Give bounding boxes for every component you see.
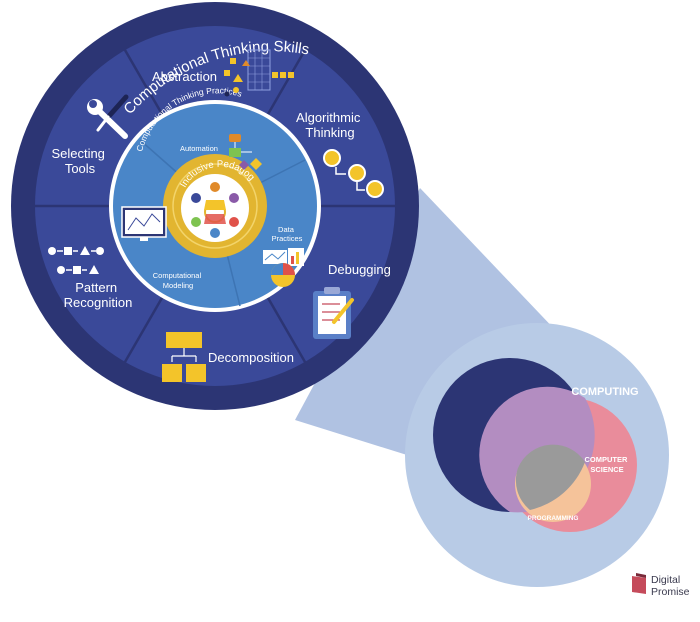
logo-line1: Digital [651,574,680,586]
skill-pattern-recognition: Pattern Recognition [64,280,133,310]
pattern-icon [48,246,104,274]
venn-label-computer: COMPUTER [584,455,628,464]
modeling-icon [121,206,167,241]
venn-diagram: COMPUTING COMPUTER SCIENCE PROGRAMMING [433,358,639,532]
venn-overlap-center [515,444,585,510]
skill-algorithmic: Algorithmic Thinking [296,110,364,140]
logo-mark-icon [632,576,646,594]
practice-modeling-line2: Modeling [163,281,193,290]
skill-selecting-line1: Selecting [51,146,104,161]
abstraction-icon [224,49,294,97]
skill-pattern-line2: Recognition [64,295,133,310]
debugging-icon [313,287,354,339]
practice-data-line1: Data [278,225,295,234]
skill-debugging: Debugging [328,262,391,277]
venn-label-science: SCIENCE [590,465,623,474]
skill-pattern-line1: Pattern [75,280,117,295]
skill-selecting-line2: Tools [65,161,96,176]
automation-icon [229,134,262,170]
algorithmic-icon [323,149,384,198]
venn-label-computer-science: COMPUTER SCIENCE [584,455,629,474]
tools-icon [87,94,129,139]
skill-algorithmic-line2: Thinking [305,125,354,140]
data-practices-icon [263,248,304,287]
skill-decomposition: Decomposition [208,350,294,365]
digital-promise-logo: Digital Promise [632,573,690,598]
inner-ring-line [172,163,258,249]
logo-line2: Promise [651,586,690,598]
skill-abstraction: Abstraction [152,69,217,84]
practice-modeling: Computational Modeling [153,271,203,290]
practice-automation: Automation [180,144,218,153]
ct-wheel: Computational Thinking Skills Computatio… [0,0,419,410]
venn-label-computing: COMPUTING [571,386,638,398]
practice-modeling-line1: Computational [153,271,202,280]
practice-data-line2: Practices [272,234,303,243]
practice-data: Data Practices [272,225,303,243]
skill-algorithmic-line1: Algorithmic [296,110,361,125]
people-circle-icon [191,182,239,238]
venn-label-programming: PROGRAMMING [528,515,579,522]
skill-selecting-tools: Selecting Tools [51,146,108,176]
decomposition-icon [162,332,206,382]
